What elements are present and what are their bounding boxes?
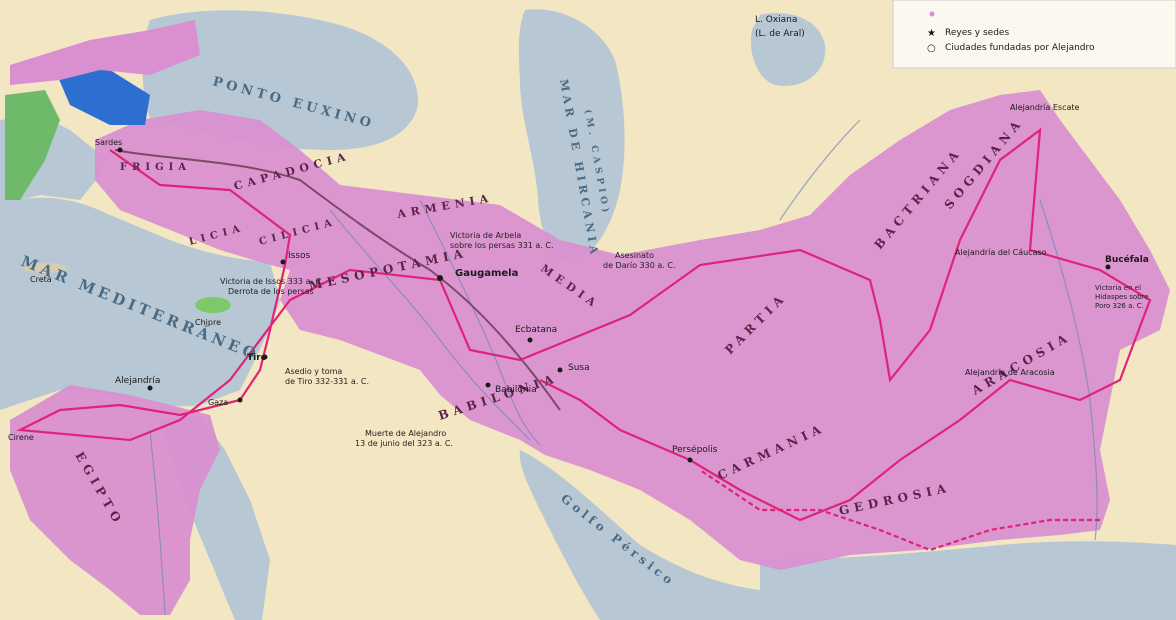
annotation-dario-2: de Darío 330 a. C. xyxy=(603,261,675,270)
city-marker-gaugamela xyxy=(437,275,443,281)
annotation-hidaspes-3: Poro 326 a. C. xyxy=(1095,302,1144,310)
city-label-cirene: Cirene xyxy=(8,433,34,442)
city-label-bucefala: Bucéfala xyxy=(1105,254,1149,265)
city-label-issos: Issos xyxy=(288,251,311,261)
city-marker-gaza xyxy=(237,397,243,403)
legend-label-reyes: Reyes y sedes xyxy=(945,28,1009,38)
seas-layer xyxy=(0,9,1176,620)
rivers-layer xyxy=(149,119,1098,616)
annotation-issos-2: Derrota de los persas xyxy=(228,287,314,296)
annotation-muerte: Muerte de Alejandro xyxy=(365,429,446,438)
city-label-alejandria: Alejandría xyxy=(115,376,160,386)
city-marker-persepolis xyxy=(687,457,693,463)
city-label-alejandria-aracosia: Alejandría de Aracosia xyxy=(965,368,1055,377)
city-marker-alejandria xyxy=(147,385,153,391)
annotation-dario: Asesinato xyxy=(615,251,654,260)
indian-ocean xyxy=(760,541,1176,620)
city-label-alejandria-escate: Alejandría Escate xyxy=(1010,103,1080,112)
thrace-area xyxy=(10,20,200,85)
city-label-persepolis: Persépolis xyxy=(672,444,718,455)
route-layer xyxy=(16,127,1152,552)
persian-gulf xyxy=(519,450,770,620)
city-label-creta: Creta xyxy=(30,275,52,284)
annotation-arbela-2: sobre los persas 331 a. C. xyxy=(450,241,554,250)
city-marker-issos xyxy=(280,259,286,265)
annotation-arbela: Victoria de Arbela xyxy=(450,231,521,240)
egypt-territory xyxy=(10,385,220,615)
legend-label-ciudades: Ciudades fundadas por Alejandro xyxy=(945,43,1095,53)
greece-area xyxy=(5,90,60,200)
annotation-muerte-2: 13 de junio del 323 a. C. xyxy=(355,439,453,448)
city-marker-sardes xyxy=(117,147,123,153)
caspian-sea xyxy=(518,9,625,263)
aral-sea xyxy=(750,13,826,86)
cyprus-island xyxy=(195,297,231,313)
annotation-hidaspes: Victoria en el xyxy=(1095,284,1141,292)
legend: ★ Reyes y sedes ○ Ciudades fundadas por … xyxy=(892,0,1176,69)
city-marker-tiro xyxy=(262,354,268,360)
legend-star-icon: ★ xyxy=(927,28,936,39)
city-label-chipre: Chipre xyxy=(195,318,221,327)
sea-label-oxiana: L. Oxiana xyxy=(755,15,797,25)
city-label-babilonia: Babilonia xyxy=(495,385,537,395)
region-label-frigia: FRIGIA xyxy=(120,162,191,173)
annotation-tiro: Asedio y toma xyxy=(285,367,342,376)
city-label-ecbatana: Ecbatana xyxy=(515,325,557,335)
city-label-tiro: Tiro xyxy=(247,353,267,363)
city-label-sardes: Sardes xyxy=(95,138,122,147)
annotation-tiro-2: de Tiro 332-331 a. C. xyxy=(285,377,369,386)
main-route xyxy=(16,127,1152,522)
city-marker-babilonia xyxy=(485,382,491,388)
legend-circle-icon: ○ xyxy=(927,43,936,54)
city-marker-ecbatana xyxy=(527,337,533,343)
empire-territory xyxy=(95,90,1170,570)
city-label-gaza: Gaza xyxy=(208,398,228,407)
crete-island xyxy=(23,263,67,273)
city-label-alejandria-caucaso: Alejandría del Cáucaso xyxy=(955,248,1047,257)
annotation-hidaspes-2: Hidaspes sobre xyxy=(1095,293,1149,301)
sea-label-aral: (L. de Aral) xyxy=(755,29,805,39)
macedonia-area xyxy=(55,70,150,125)
royal-road xyxy=(114,149,561,411)
city-marker-susa xyxy=(557,367,563,373)
empire-layer xyxy=(10,90,1170,615)
city-markers xyxy=(117,147,1111,463)
mediterranean-sea xyxy=(0,197,280,410)
city-label-susa: Susa xyxy=(568,363,590,373)
city-label-gaugamela: Gaugamela xyxy=(455,268,518,279)
annotation-issos: Victoria de Issos 333 a. C. xyxy=(220,277,324,286)
city-marker-bucefala xyxy=(1105,264,1111,270)
return-route xyxy=(699,469,1100,552)
